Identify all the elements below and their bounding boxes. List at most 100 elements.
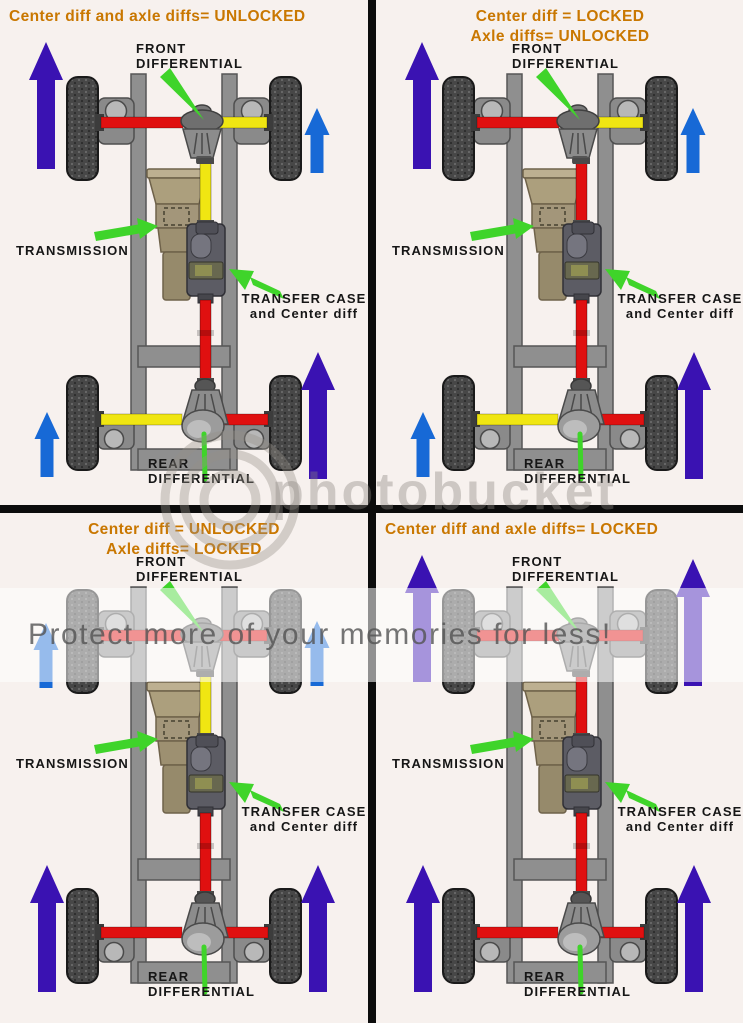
- rear-left-axle-shaft: [100, 926, 183, 939]
- front-left-axle-shaft: [476, 116, 560, 129]
- front-differential: [180, 104, 224, 164]
- transfer-case: [562, 734, 602, 817]
- front-left-axle-shaft: [476, 629, 560, 642]
- rear-differential-pointer: [201, 944, 208, 995]
- front-differential-pointer: [536, 68, 580, 120]
- label-transfer-case: TRANSFER CASE and Center diff: [241, 291, 367, 321]
- label-pointers: [94, 68, 284, 482]
- label-transmission: TRANSMISSION: [392, 756, 505, 771]
- front-left-wheel-speed-arrow: [29, 42, 63, 169]
- axle-stubs: [471, 114, 649, 427]
- label-rear-differential: REAR DIFFERENTIAL: [148, 969, 256, 999]
- front-left-axle-shaft: [100, 116, 184, 129]
- label-transfer-case: TRANSFER CASE and Center diff: [241, 804, 367, 834]
- transmission-pointer: [94, 731, 158, 754]
- front-differential: [556, 617, 600, 677]
- rear-right-wheel-speed-arrow: [677, 352, 711, 479]
- transmission-pointer: [470, 731, 534, 754]
- quadrant-title-line: Center diff and axle diffs= LOCKED: [385, 521, 659, 538]
- rear-right-wheel-speed-arrow: [301, 865, 335, 992]
- wheel-rear-left: [442, 375, 475, 471]
- transfer-case: [186, 221, 226, 304]
- front-differential-pointer: [160, 68, 204, 120]
- label-transmission: TRANSMISSION: [392, 243, 505, 258]
- quadrant-title-line: Axle diffs= UNLOCKED: [470, 28, 650, 45]
- front-right-axle-shaft: [219, 116, 268, 129]
- wheel-rear-left: [66, 375, 99, 471]
- rear-left-wheel-speed-arrow: [34, 412, 60, 477]
- transfer-case-pointer: [229, 269, 284, 299]
- wheel-rear-right: [645, 888, 678, 984]
- front-right-axle-shaft: [595, 116, 644, 129]
- front-driveshaft: [573, 671, 590, 742]
- front-differential-pointer: [536, 581, 580, 633]
- front-right-axle-shaft: [595, 629, 644, 642]
- quadrant-title: Center diff = UNLOCKED Axle diffs= LOCKED: [0, 520, 368, 560]
- wheel-front-right: [269, 76, 302, 181]
- transfer-case-pointer: [605, 269, 660, 299]
- transmission-pointer: [94, 218, 158, 241]
- front-differential-pointer: [160, 581, 204, 633]
- quadrant-title: Center diff = LOCKED Axle diffs= UNLOCKED: [376, 7, 743, 47]
- wheel-front-right: [645, 76, 678, 181]
- label-rear-differential: REAR DIFFERENTIAL: [524, 456, 632, 486]
- front-right-wheel-speed-arrow: [304, 108, 330, 173]
- wheel-rear-right: [269, 888, 302, 984]
- front-right-wheel-speed-arrow: [304, 621, 330, 686]
- wheel-rear-right: [645, 375, 678, 471]
- wheel-rear-left: [66, 888, 99, 984]
- front-left-axle-shaft: [100, 629, 184, 642]
- wheel-rear-left: [442, 888, 475, 984]
- front-differential: [180, 617, 224, 677]
- wheel-front-right: [269, 589, 302, 694]
- quadrant-center-unlocked-axle-diffs-locked: Center diff = UNLOCKED Axle diffs= LOCKED…: [0, 513, 368, 1023]
- front-left-wheel-speed-arrow: [405, 42, 439, 169]
- front-right-wheel-speed-arrow: [680, 108, 706, 173]
- quadrant-title: Center diff and axle diffs= LOCKED: [376, 520, 743, 540]
- quadrant-center-and-axle-diffs-unlocked: Center diff and axle diffs= UNLOCKED FRO…: [0, 0, 368, 510]
- axle-stubs: [95, 114, 273, 427]
- rear-differential: [180, 378, 229, 443]
- rear-left-wheel-speed-arrow: [410, 412, 436, 477]
- rear-differential-pointer: [577, 431, 584, 482]
- label-rear-differential: REAR DIFFERENTIAL: [524, 969, 632, 999]
- label-pointers: [470, 68, 660, 482]
- transmission: [522, 681, 585, 814]
- label-transfer-case: TRANSFER CASE and Center diff: [617, 804, 743, 834]
- rear-left-axle-shaft: [100, 413, 183, 426]
- rear-differential-pointer: [577, 944, 584, 995]
- front-driveshaft: [197, 671, 214, 742]
- rear-driveshaft: [197, 812, 214, 898]
- rear-driveshaft: [573, 299, 590, 385]
- front-left-wheel-speed-arrow: [33, 623, 59, 688]
- label-front-differential: FRONT DIFFERENTIAL: [136, 41, 244, 71]
- front-left-wheel-speed-arrow: [405, 555, 439, 682]
- rear-left-axle-shaft: [476, 413, 559, 426]
- label-rear-differential: REAR DIFFERENTIAL: [148, 456, 256, 486]
- label-transmission: TRANSMISSION: [16, 756, 129, 771]
- quadrant-center-locked-axle-diffs-unlocked: Center diff = LOCKED Axle diffs= UNLOCKED…: [376, 0, 743, 510]
- label-transfer-case: TRANSFER CASE and Center diff: [617, 291, 743, 321]
- rear-driveshaft: [573, 812, 590, 898]
- label-front-differential: FRONT DIFFERENTIAL: [512, 41, 620, 71]
- transmission-pointer: [470, 218, 534, 241]
- quadrant-title-line: Center diff = LOCKED: [475, 8, 645, 25]
- transmission: [146, 168, 209, 301]
- quadrant-title-line: Center diff = UNLOCKED: [88, 521, 280, 538]
- transfer-case: [562, 221, 602, 304]
- wheels: [442, 76, 678, 471]
- wheel-front-left: [442, 589, 475, 694]
- wheel-front-left: [66, 589, 99, 694]
- rear-left-wheel-speed-arrow: [406, 865, 440, 992]
- quadrant-title-line: Axle diffs= LOCKED: [106, 541, 262, 558]
- wheel-rear-right: [269, 375, 302, 471]
- rear-differential-pointer: [201, 431, 208, 482]
- rear-left-axle-shaft: [476, 926, 559, 939]
- wheel-front-right: [645, 589, 678, 694]
- wheel-front-left: [66, 76, 99, 181]
- quadrant-center-and-axle-diffs-locked: Center diff and axle diffs= LOCKED FRONT…: [376, 513, 743, 1023]
- rear-right-wheel-speed-arrow: [301, 352, 335, 479]
- quadrant-title: Center diff and axle diffs= UNLOCKED: [0, 7, 368, 27]
- front-right-wheel-speed-arrow: [676, 559, 710, 686]
